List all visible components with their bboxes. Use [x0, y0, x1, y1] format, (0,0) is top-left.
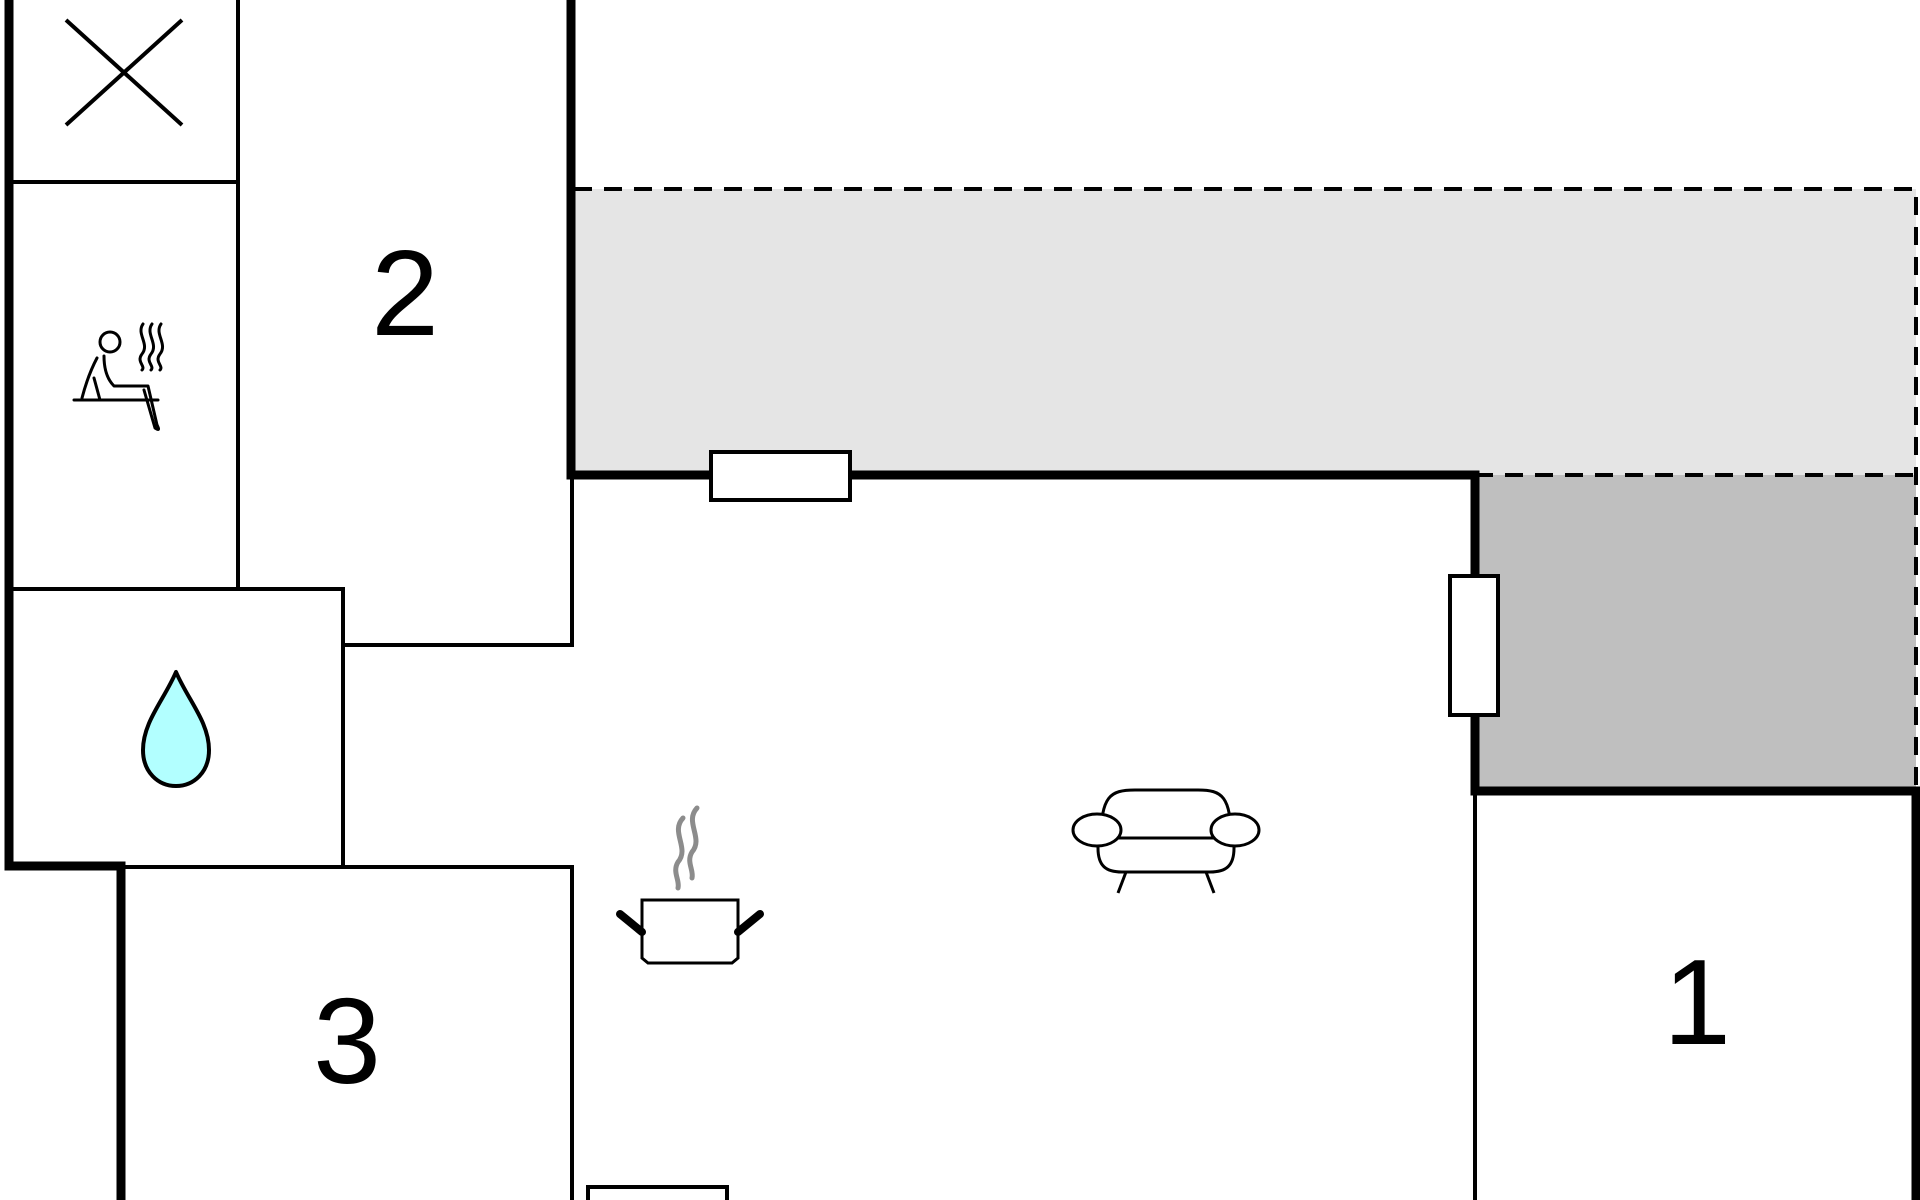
window-covered-terrace: [1448, 574, 1500, 717]
sofa-icon: [1071, 788, 1261, 894]
window-bottom: [586, 1185, 729, 1200]
windows: [586, 450, 1500, 1200]
cooking-pot-icon: [616, 805, 764, 965]
covered-terrace: [1475, 475, 1916, 788]
room-number-1: 1: [1663, 934, 1731, 1070]
water-drop-icon: [141, 670, 211, 788]
terrace-dashed-outline: [574, 187, 1918, 788]
window-terrace-wall: [709, 450, 852, 502]
terrace: [574, 187, 1918, 788]
sauna-icon: [72, 322, 165, 431]
room-number-2: 2: [371, 225, 439, 361]
toilet-x-icon: [64, 18, 184, 127]
interior-walls: [9, 0, 1477, 1200]
open-terrace: [574, 189, 1916, 475]
room-number-3: 3: [313, 973, 381, 1109]
